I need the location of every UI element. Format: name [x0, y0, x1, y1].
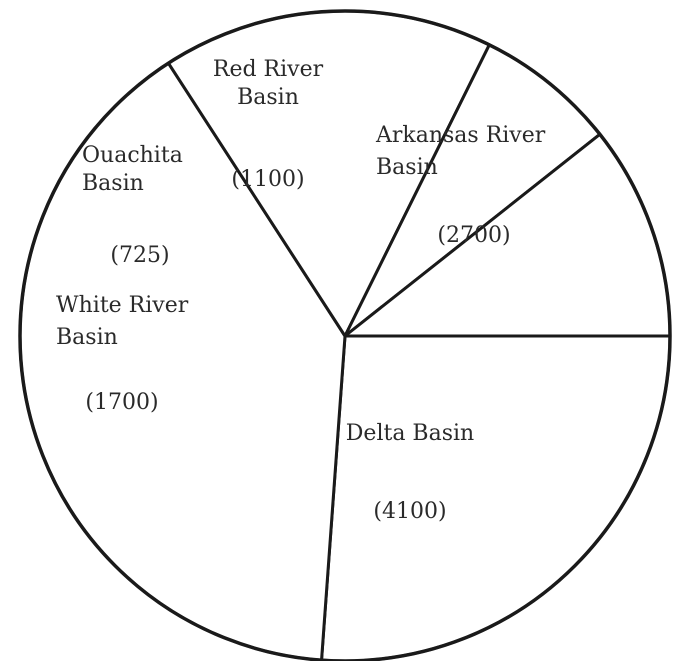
slice-value-label: (2700)	[437, 223, 510, 248]
slice-value-label: (1100)	[231, 167, 304, 192]
slice-label: Red River	[213, 57, 324, 82]
slice-value-label: (4100)	[373, 499, 446, 524]
slice-label: Ouachita	[82, 143, 183, 168]
slice-label: White River	[56, 293, 189, 318]
slice-label: Basin	[376, 155, 438, 180]
pie-slices	[18, 9, 672, 661]
slice-label: Basin	[237, 85, 299, 110]
slice-value-label: (1700)	[85, 390, 158, 415]
slice-value-label: (725)	[110, 243, 169, 268]
slice-label: Basin	[56, 325, 118, 350]
pie-outline	[18, 9, 672, 661]
slice-label: Arkansas River	[375, 123, 546, 148]
slice-label: Delta Basin	[346, 421, 474, 446]
slice-label: Basin	[82, 171, 144, 196]
